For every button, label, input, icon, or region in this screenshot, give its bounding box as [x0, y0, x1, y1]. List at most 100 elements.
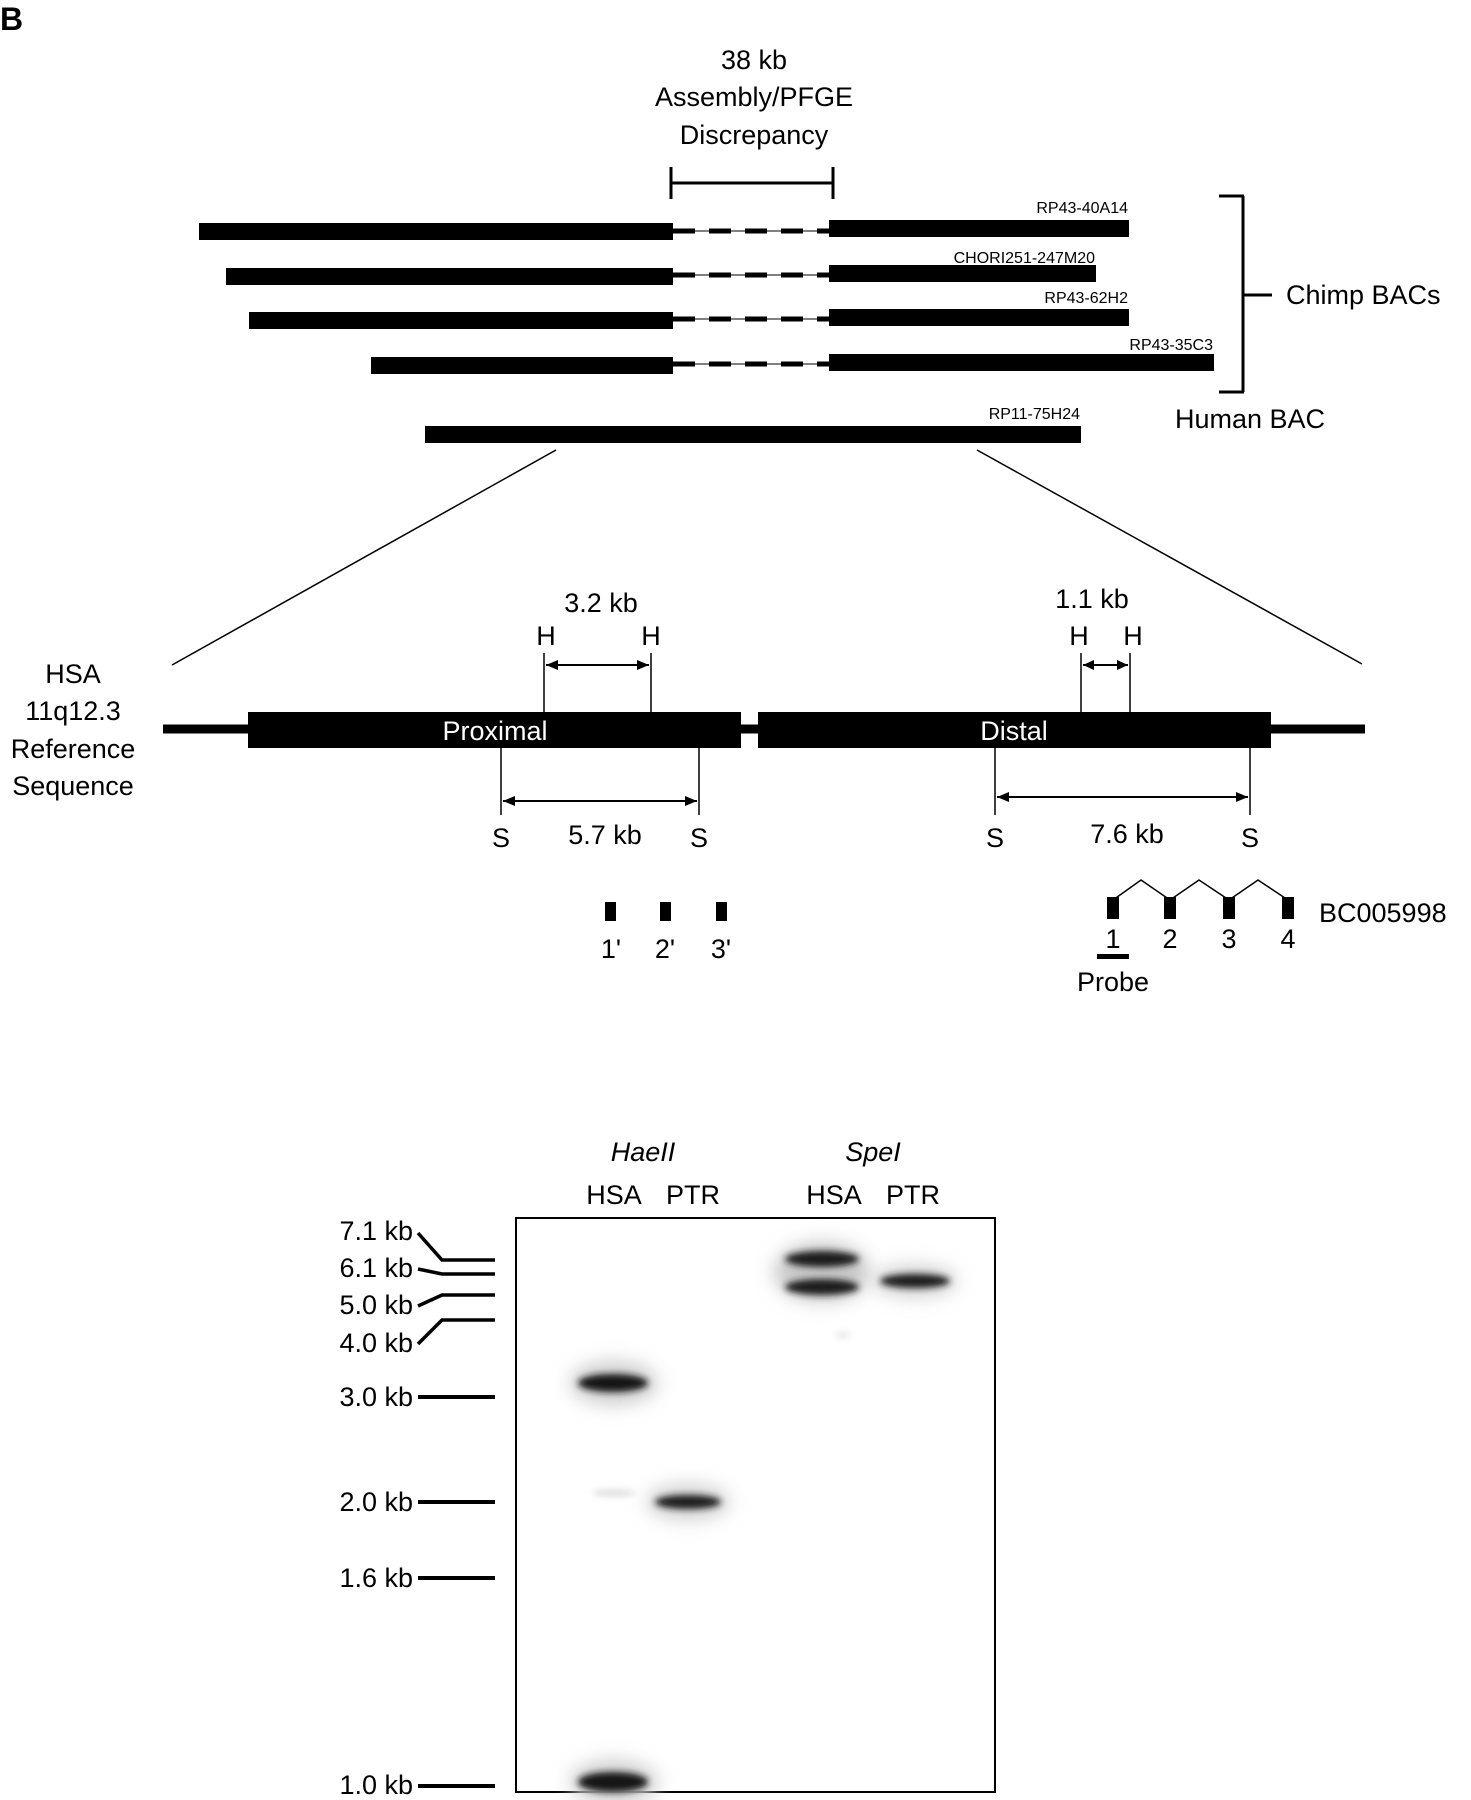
marker-label: 7.1 kb [339, 1216, 413, 1246]
exon-label: 4 [1280, 924, 1295, 954]
probe-bar [1097, 954, 1129, 959]
exon-box [1107, 897, 1119, 919]
intron-lines [1112, 879, 1289, 901]
arrowhead-right [1117, 660, 1128, 670]
arrowhead-left [997, 792, 1009, 802]
exon-box [1164, 897, 1176, 919]
band-hsa-spei-upper [785, 1251, 859, 1267]
arrowhead-left [546, 660, 558, 670]
marker-line [417, 1267, 495, 1276]
proximal-spei-sites: S S 5.7 kb [492, 748, 708, 853]
panel-label: B [0, 1, 23, 37]
gene-name: BC005998 [1319, 898, 1447, 928]
band-hsa-spei-lower [785, 1279, 859, 1295]
haeii-site-label: H [1069, 621, 1089, 651]
distal-h-distance: 1.1 kb [1055, 584, 1129, 614]
exon-box [1223, 897, 1235, 919]
discrepancy-line3: Discrepancy [680, 120, 829, 150]
exon-box [1282, 897, 1294, 919]
chimp-bacs-label: Chimp BACs [1286, 280, 1441, 310]
bac-bar-right [829, 265, 1096, 282]
blot-bands [570, 1242, 957, 1800]
probe-label: Probe [1077, 967, 1149, 997]
band-hsa-haeii-3kb [578, 1374, 648, 1392]
reference-label-line2: 11q12.3 [25, 696, 121, 726]
arrowhead-right [1236, 792, 1248, 802]
band-ptr-haeii-2kb [655, 1495, 721, 1509]
band-hsa-haeii-1kb [578, 1772, 648, 1792]
proximal-s-distance: 5.7 kb [568, 820, 642, 850]
reference-sequence: HSA 11q12.3 Reference Sequence Proximal … [11, 659, 1365, 801]
discrepancy-line2: Assembly/PFGE [655, 82, 853, 112]
marker-label: 3.0 kb [339, 1382, 413, 1412]
exon-box [605, 902, 616, 921]
marker-label: 2.0 kb [339, 1487, 413, 1517]
exon-label: 3 [1221, 924, 1236, 954]
lane-label: HSA [806, 1180, 862, 1210]
arrowhead-left [1083, 660, 1094, 670]
bac-bar-left [199, 223, 673, 240]
zoom-line-right [976, 449, 1363, 665]
proximal-label: Proximal [442, 716, 547, 746]
lane-label: PTR [666, 1180, 720, 1210]
size-markers: 7.1 kb 6.1 kb 5.0 kb 4.0 kb 3.0 kb 2.0 k… [339, 1216, 495, 1800]
bac-bar-left [371, 357, 673, 374]
distal-s-distance: 7.6 kb [1090, 819, 1164, 849]
exon-label: 2 [1162, 924, 1177, 954]
reference-label-line1: HSA [45, 659, 101, 689]
proximal-haeii-sites: 3.2 kb H H [536, 588, 661, 712]
marker-line [416, 1231, 495, 1262]
bac-label: RP43-35C3 [1129, 337, 1213, 354]
bac-bar-right [829, 309, 1129, 326]
proximal-block [248, 712, 741, 748]
spei-site-label: S [492, 823, 510, 853]
proximal-h-distance: 3.2 kb [564, 588, 638, 618]
band-faint [835, 1332, 851, 1338]
exon-label: 1' [601, 934, 621, 964]
distal-block [758, 712, 1271, 748]
spei-site-label: S [1241, 823, 1259, 853]
discrepancy-annotation: 38 kb Assembly/PFGE Discrepancy [655, 45, 853, 199]
haeii-site-label: H [641, 621, 661, 651]
human-bac: RP11-75H24 Human BAC [425, 404, 1325, 443]
gene-bc005998: 1 2 3 4 BC005998 Probe [1077, 879, 1447, 997]
haeii-site-label: H [536, 621, 556, 651]
human-bac-bar [425, 426, 1081, 443]
bac-label: CHORI251-247M20 [954, 250, 1096, 267]
bac-bar-right [829, 220, 1129, 237]
lane-label: PTR [886, 1180, 940, 1210]
southern-blot: HaeII SpeI HSA PTR HSA PTR 7.1 kb 6.1 k [339, 1137, 996, 1800]
distal-label: Distal [980, 716, 1048, 746]
marker-label: 5.0 kb [339, 1290, 413, 1320]
discrepancy-size: 38 kb [721, 45, 787, 75]
distal-spei-sites: S S 7.6 kb [986, 748, 1259, 853]
zoom-line-left [171, 449, 557, 666]
marker-line [417, 1293, 495, 1308]
enzyme-label-haeii: HaeII [611, 1137, 676, 1167]
haeii-site-label: H [1123, 621, 1143, 651]
band-ptr-spei [880, 1274, 950, 1288]
arrowhead-right [637, 660, 649, 670]
marker-label: 4.0 kb [339, 1328, 413, 1358]
chimp-bac-bracket: Chimp BACs [1219, 194, 1441, 394]
reference-label-line4: Sequence [12, 771, 134, 801]
marker-line [416, 1318, 495, 1346]
arrowhead-right [685, 796, 697, 806]
exon-label: 3' [711, 934, 731, 964]
exon-label: 2' [655, 934, 675, 964]
exon-box [660, 902, 671, 921]
bac-bar-left [226, 268, 673, 285]
marker-label: 1.6 kb [339, 1563, 413, 1593]
bac-bar-right [829, 354, 1214, 371]
chimp-bac-group: RP43-40A14 CHORI251-247M20 RP43-62H2 RP4… [199, 200, 1214, 374]
exon-label: 1 [1105, 924, 1120, 954]
proximal-exons: 1' 2' 3' [601, 902, 731, 964]
bac-label: RP43-62H2 [1044, 290, 1128, 307]
human-bac-label: RP11-75H24 [989, 406, 1080, 423]
human-bac-group-label: Human BAC [1175, 404, 1325, 434]
marker-label: 6.1 kb [339, 1253, 413, 1283]
bac-label: RP43-40A14 [1036, 200, 1128, 217]
bac-bar-left [249, 312, 673, 329]
distal-haeii-sites: 1.1 kb H H [1055, 584, 1143, 712]
